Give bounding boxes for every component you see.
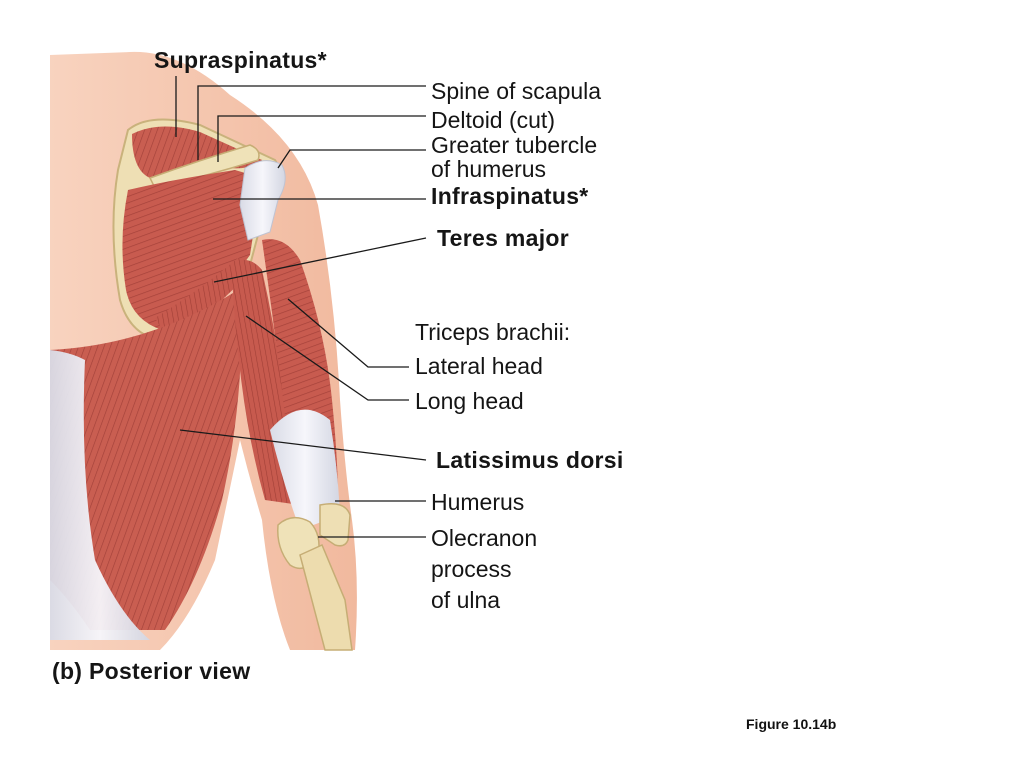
label-deltoid-cut: Deltoid (cut)	[431, 107, 555, 133]
label-greater-tubercle: Greater tubercle	[431, 132, 598, 158]
label-spine-of-scapula: Spine of scapula	[431, 78, 602, 104]
humerus-bone	[319, 503, 351, 547]
latissimus-aponeurosis	[50, 350, 150, 640]
label-latissimus-dorsi: Latissimus dorsi	[436, 447, 624, 473]
leader-spine-of-scapula	[197, 85, 426, 160]
leader-greater-tubercle	[277, 149, 426, 169]
leader-lateral-head	[287, 298, 409, 368]
leader-lines	[175, 76, 427, 538]
ulna-bone	[299, 543, 353, 651]
label-supraspinatus: Supraspinatus*	[154, 47, 327, 73]
shoulder-tendon	[239, 160, 286, 241]
label-teres-major: Teres major	[437, 225, 569, 251]
label-infraspinatus: Infraspinatus*	[431, 183, 589, 209]
latissimus-dorsi-muscle	[50, 290, 242, 630]
label-lateral-head: Lateral head	[415, 353, 543, 379]
leader-latissimus-dorsi	[179, 429, 427, 461]
label-olecranon-line3: of ulna	[431, 587, 501, 613]
triceps-tendon	[270, 409, 340, 530]
infraspinatus-muscle	[122, 170, 262, 330]
label-long-head: Long head	[415, 388, 524, 414]
figure-number: Figure 10.14b	[746, 716, 837, 732]
label-olecranon: Olecranon	[431, 525, 538, 551]
label-humerus: Humerus	[431, 489, 525, 515]
leader-teres-major	[213, 237, 427, 283]
leader-long-head	[245, 315, 409, 401]
label-greater-tubercle-line2: of humerus	[431, 156, 547, 182]
caption: (b) Posterior view	[52, 658, 251, 684]
label-olecranon-line2: process	[431, 556, 512, 582]
label-triceps-brachii: Triceps brachii:	[415, 319, 571, 345]
leader-deltoid	[217, 115, 426, 162]
